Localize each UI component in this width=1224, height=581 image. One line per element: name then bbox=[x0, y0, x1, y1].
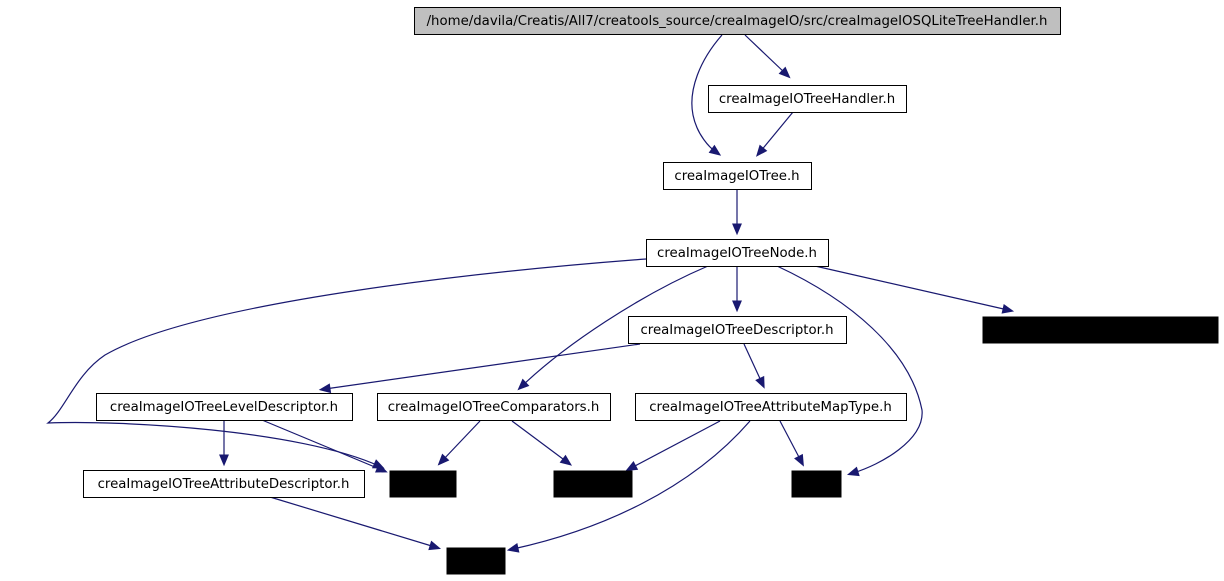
edge-line bbox=[630, 420, 721, 469]
edge-arrowhead bbox=[517, 378, 530, 391]
node-string: string bbox=[446, 547, 506, 575]
node-label: iostream bbox=[563, 477, 621, 492]
edge-arrowhead bbox=[755, 375, 765, 389]
edge-line bbox=[744, 34, 787, 75]
node-layer: /home/davila/Creatis/All7/creatools_sour… bbox=[83, 7, 1219, 575]
edge-arrowhead bbox=[846, 466, 860, 477]
node-box bbox=[982, 316, 1219, 344]
edge-treenode-to-comparators bbox=[517, 265, 709, 391]
edge-arrowhead bbox=[428, 540, 442, 551]
edge-root-to-treehandler bbox=[744, 34, 791, 79]
node-label: /home/davila/Creatis/All7/creatools_sour… bbox=[427, 14, 1048, 29]
node-treehandler[interactable]: creaImageIOTreeHandler.h bbox=[708, 85, 907, 113]
node-label: creaImageIOTreeComparators.h bbox=[388, 400, 600, 415]
edge-leveldesc-to-vector bbox=[261, 419, 388, 473]
node-boostfs: boost/filesystem/operations.hpp bbox=[982, 316, 1219, 344]
edge-arrowhead bbox=[732, 300, 742, 313]
node-box bbox=[628, 316, 847, 344]
edge-line bbox=[324, 343, 641, 390]
edge-treehandler-to-tree bbox=[755, 111, 794, 157]
node-vector: vector bbox=[389, 470, 457, 498]
node-box bbox=[635, 393, 907, 421]
edge-arrowhead bbox=[559, 454, 573, 466]
node-box bbox=[96, 393, 353, 421]
edge-leveldesc-to-attrdesc bbox=[219, 420, 229, 467]
edge-descriptor-to-attrmap bbox=[743, 343, 765, 389]
node-map: map bbox=[791, 470, 842, 498]
edge-arrowhead bbox=[506, 542, 520, 553]
edge-root-to-tree bbox=[691, 34, 723, 156]
edge-line bbox=[269, 496, 436, 548]
edge-arrowhead bbox=[778, 66, 791, 79]
node-attrdesc[interactable]: creaImageIOTreeAttributeDescriptor.h bbox=[83, 470, 365, 498]
edge-treenode-to-vector bbox=[46, 258, 647, 469]
node-box bbox=[708, 85, 907, 113]
edge-line bbox=[261, 419, 383, 471]
edge-treenode-to-map bbox=[776, 265, 923, 477]
edge-arrowhead bbox=[219, 454, 229, 467]
node-box bbox=[663, 162, 812, 190]
edge-line bbox=[691, 34, 723, 153]
node-label: string bbox=[456, 554, 494, 569]
node-comparators[interactable]: creaImageIOTreeComparators.h bbox=[377, 393, 611, 421]
node-label: creaImageIOTreeDescriptor.h bbox=[640, 323, 833, 338]
edge-line bbox=[512, 420, 751, 550]
edge-arrowhead bbox=[625, 461, 639, 471]
node-box bbox=[446, 547, 506, 575]
edge-treenode-to-descriptor bbox=[732, 266, 742, 313]
node-treenode[interactable]: creaImageIOTreeNode.h bbox=[646, 239, 829, 267]
node-label: creaImageIOTreeAttributeDescriptor.h bbox=[98, 477, 350, 492]
node-box bbox=[377, 393, 611, 421]
edge-attrmap-to-map bbox=[779, 420, 804, 467]
node-label: boost/filesystem/operations.hpp bbox=[993, 323, 1207, 338]
node-label: creaImageIOTreeNode.h bbox=[657, 246, 817, 261]
node-attrmap[interactable]: creaImageIOTreeAttributeMapType.h bbox=[635, 393, 907, 421]
edge-treenode-to-boostfs bbox=[814, 265, 1015, 314]
node-box bbox=[553, 470, 633, 498]
node-leveldesc[interactable]: creaImageIOTreeLevelDescriptor.h bbox=[96, 393, 353, 421]
edge-line bbox=[776, 265, 923, 474]
edge-layer bbox=[46, 34, 1015, 553]
edge-arrowhead bbox=[318, 383, 332, 394]
node-tree[interactable]: creaImageIOTree.h bbox=[663, 162, 812, 190]
edge-line bbox=[46, 258, 647, 467]
edge-attrdesc-to-string bbox=[269, 496, 442, 551]
edge-attrmap-to-iostream bbox=[625, 420, 721, 471]
edge-arrowhead bbox=[794, 453, 804, 467]
node-box bbox=[389, 470, 457, 498]
edge-tree-to-treenode bbox=[732, 189, 742, 236]
edge-line bbox=[441, 420, 481, 462]
edge-arrowhead bbox=[437, 453, 450, 466]
edge-comparators-to-iostream bbox=[511, 420, 573, 466]
node-label: map bbox=[801, 477, 831, 492]
node-box bbox=[414, 7, 1061, 35]
node-label: creaImageIOTreeLevelDescriptor.h bbox=[110, 400, 338, 415]
edge-descriptor-to-leveldesc bbox=[318, 343, 641, 394]
node-iostream: iostream bbox=[553, 470, 633, 498]
edge-line bbox=[743, 343, 763, 384]
edge-comparators-to-vector bbox=[437, 420, 481, 466]
node-box bbox=[83, 470, 365, 498]
node-box bbox=[791, 470, 842, 498]
edge-line bbox=[814, 265, 1009, 311]
edge-arrowhead bbox=[732, 223, 742, 236]
edge-arrowhead bbox=[375, 463, 388, 473]
node-label: creaImageIOTreeAttributeMapType.h bbox=[649, 400, 892, 415]
edge-arrowhead bbox=[708, 144, 722, 156]
node-box bbox=[646, 239, 829, 267]
node-descriptor[interactable]: creaImageIOTreeDescriptor.h bbox=[628, 316, 847, 344]
node-root[interactable]: /home/davila/Creatis/All7/creatools_sour… bbox=[414, 7, 1061, 35]
edge-line bbox=[779, 420, 802, 462]
node-label: vector bbox=[401, 477, 444, 492]
edge-line bbox=[759, 111, 794, 153]
edge-arrowhead bbox=[755, 144, 768, 157]
edge-arrowhead bbox=[1001, 303, 1015, 314]
edge-line bbox=[521, 265, 709, 387]
edge-attrmap-to-string bbox=[506, 420, 751, 553]
node-label: creaImageIOTree.h bbox=[674, 169, 799, 184]
node-label: creaImageIOTreeHandler.h bbox=[719, 92, 895, 107]
edge-line bbox=[511, 420, 568, 463]
